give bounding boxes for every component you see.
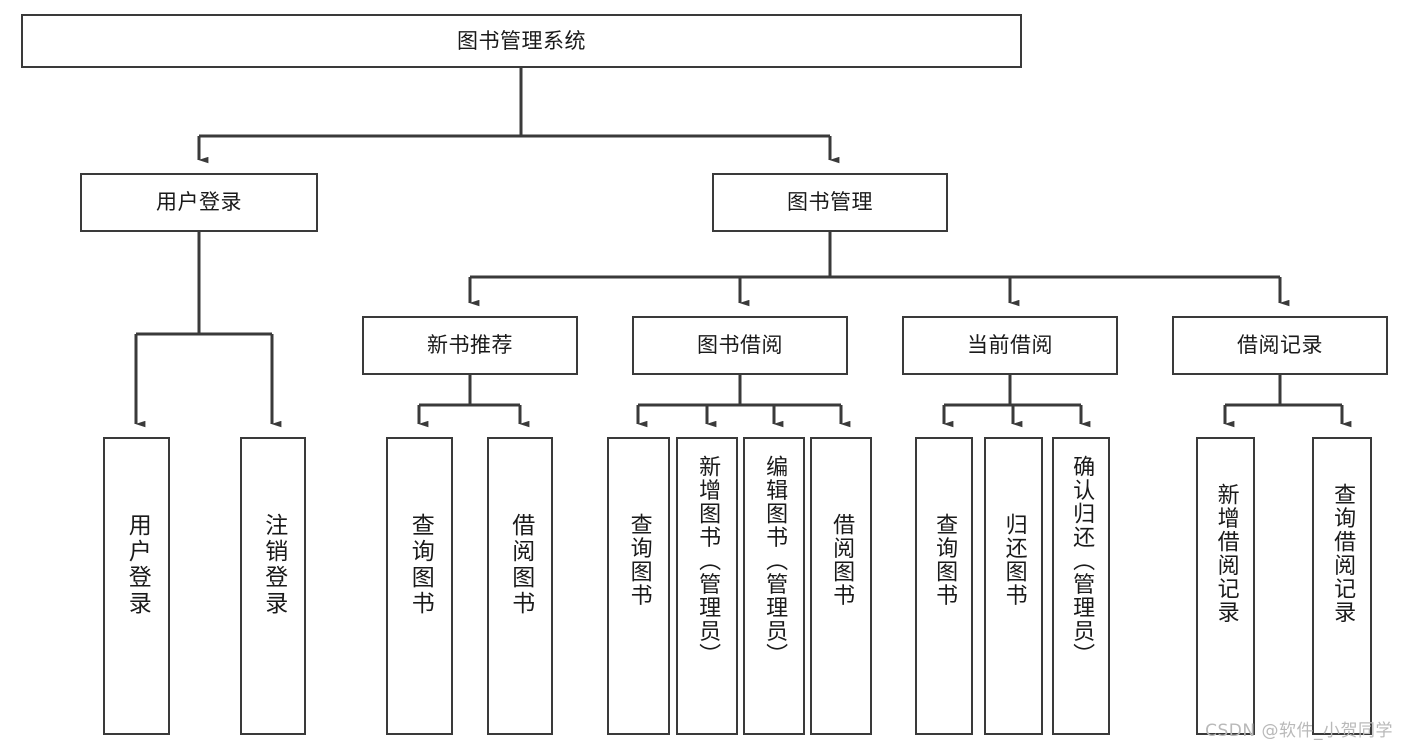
node-leaf-confirm-return[interactable]: 确认归还（管理员） bbox=[1052, 437, 1110, 735]
node-leaf-edit-book-label: 编辑图书（管理员） bbox=[762, 455, 788, 667]
node-book-borrow[interactable]: 图书借阅 bbox=[632, 316, 848, 375]
node-leaf-add-book-label: 新增图书（管理员） bbox=[695, 455, 721, 667]
node-leaf-query-book-1[interactable]: 查询图书 bbox=[386, 437, 453, 735]
node-borrow-record[interactable]: 借阅记录 bbox=[1172, 316, 1388, 375]
node-leaf-query-record[interactable]: 查询借阅记录 bbox=[1312, 437, 1372, 735]
node-leaf-return-book[interactable]: 归还图书 bbox=[984, 437, 1043, 735]
node-leaf-query-book-1-label: 查询图书 bbox=[407, 513, 434, 617]
watermark-text: CSDN @软件_小贺同学 bbox=[1205, 721, 1393, 741]
node-leaf-query-book-3-label: 查询图书 bbox=[932, 513, 958, 607]
node-leaf-borrow-book-2-label: 借阅图书 bbox=[829, 513, 855, 607]
node-user-login[interactable]: 用户登录 bbox=[80, 173, 318, 232]
node-current-borrow-label: 当前借阅 bbox=[967, 333, 1053, 358]
node-new-book-rec[interactable]: 新书推荐 bbox=[362, 316, 578, 375]
node-leaf-confirm-return-label: 确认归还（管理员） bbox=[1069, 455, 1095, 667]
node-new-book-rec-label: 新书推荐 bbox=[427, 333, 513, 358]
node-leaf-borrow-book-2[interactable]: 借阅图书 bbox=[810, 437, 872, 735]
node-root[interactable]: 图书管理系统 bbox=[21, 14, 1022, 68]
node-leaf-edit-book[interactable]: 编辑图书（管理员） bbox=[743, 437, 805, 735]
node-leaf-user-logout-label: 注销登录 bbox=[260, 513, 287, 617]
node-leaf-query-book-3[interactable]: 查询图书 bbox=[915, 437, 973, 735]
node-borrow-record-label: 借阅记录 bbox=[1237, 333, 1323, 358]
node-leaf-return-book-label: 归还图书 bbox=[1001, 513, 1027, 607]
node-book-mgmt[interactable]: 图书管理 bbox=[712, 173, 948, 232]
node-root-label: 图书管理系统 bbox=[457, 28, 586, 53]
node-leaf-user-logout[interactable]: 注销登录 bbox=[240, 437, 306, 735]
node-leaf-query-record-label: 查询借阅记录 bbox=[1330, 483, 1356, 624]
node-book-mgmt-label: 图书管理 bbox=[787, 190, 873, 215]
node-leaf-user-login[interactable]: 用户登录 bbox=[103, 437, 170, 735]
node-leaf-query-book-2[interactable]: 查询图书 bbox=[607, 437, 670, 735]
node-leaf-add-record-label: 新增借阅记录 bbox=[1213, 483, 1239, 624]
node-current-borrow[interactable]: 当前借阅 bbox=[902, 316, 1118, 375]
node-leaf-add-record[interactable]: 新增借阅记录 bbox=[1196, 437, 1255, 735]
node-leaf-borrow-book-1[interactable]: 借阅图书 bbox=[487, 437, 553, 735]
node-leaf-user-login-label: 用户登录 bbox=[124, 513, 151, 617]
node-book-borrow-label: 图书借阅 bbox=[697, 333, 783, 358]
node-leaf-query-book-2-label: 查询图书 bbox=[626, 513, 652, 607]
node-leaf-add-book[interactable]: 新增图书（管理员） bbox=[676, 437, 738, 735]
node-user-login-label: 用户登录 bbox=[156, 190, 242, 215]
node-leaf-borrow-book-1-label: 借阅图书 bbox=[507, 513, 534, 617]
